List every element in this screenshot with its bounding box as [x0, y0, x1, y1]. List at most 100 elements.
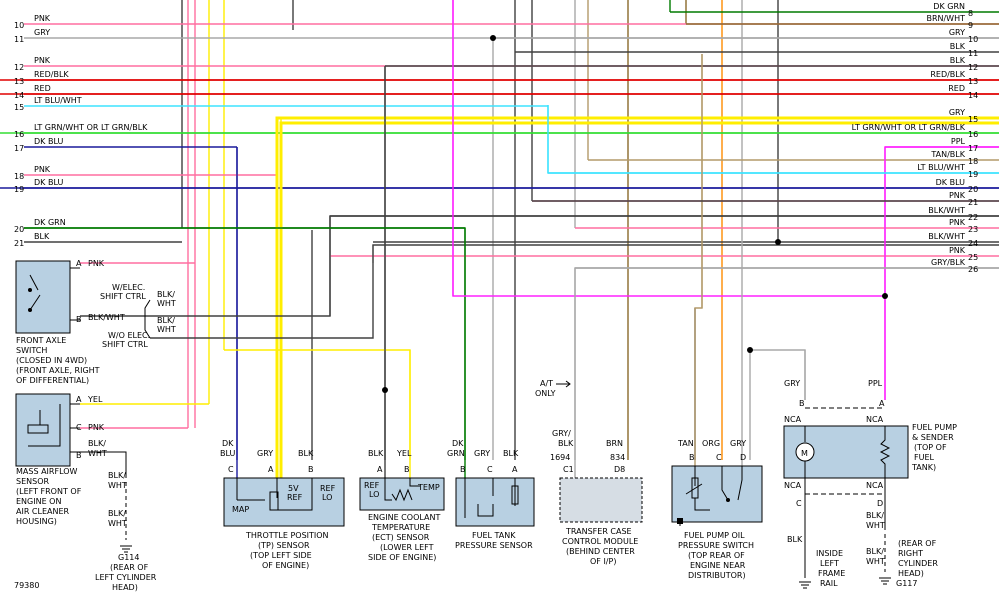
fp-bot-wire-blkwht-1: BLK/: [866, 511, 884, 520]
tcase-circ-1694: 1694: [550, 453, 570, 462]
left-row-color: LT BLU/WHT: [34, 96, 82, 105]
wire-dkgrn-tank: [24, 227, 466, 478]
left-row-num: 20: [14, 225, 24, 234]
fp-ground-right-3: CYLINDER: [898, 559, 938, 568]
maf-name-2: SENSOR: [16, 477, 49, 486]
ect-pin-a: A: [377, 465, 383, 474]
right-row-num: 9: [968, 21, 973, 30]
fp-ground-left-3: FRAME: [818, 569, 845, 578]
ftp-wire-b-2: GRN: [447, 449, 465, 458]
left-row-num: 19: [14, 185, 24, 194]
right-row-color: DK BLU: [936, 178, 965, 187]
front-axle-pin-a-wire: PNK: [88, 259, 105, 268]
right-row-num: 11: [968, 49, 978, 58]
ect-inner-ref: REF: [364, 481, 380, 490]
tcase-note-2: ONLY: [535, 389, 556, 398]
ftp-pin-c: C: [487, 465, 493, 474]
right-row-labels: 8DK GRN9BRN/WHT10GRY11BLK12BLK13RED/BLK1…: [852, 2, 979, 274]
splice-dot: [775, 239, 781, 245]
left-row-num: 10: [14, 21, 24, 30]
right-row-color: GRY: [949, 28, 965, 37]
maf-ground-desc-3: HEAD): [112, 583, 138, 592]
front-axle-opt1-w2: WHT: [157, 299, 176, 308]
tp-inner-5v: 5V: [288, 484, 299, 493]
fp-top-nca-1: NCA: [784, 415, 802, 424]
fps-name-3: (TOP REAR OF: [688, 551, 745, 560]
fp-ground-right-1: (REAR OF: [898, 539, 937, 548]
ect-name-1: ENGINE COOLANT: [368, 513, 440, 522]
splice-dot: [747, 347, 753, 353]
fps-pin-b: B: [689, 453, 695, 462]
ect-name-4: (LOWER LEFT: [380, 543, 434, 552]
fp-name-4: FUEL: [914, 453, 935, 462]
fp-top-pin-a: A: [879, 399, 885, 408]
tcase-name-2: CONTROL MODULE: [562, 537, 638, 546]
fp-top-pin-b: B: [799, 399, 805, 408]
ect-pin-b: B: [404, 465, 410, 474]
splice-dots: [382, 35, 888, 393]
right-row-num: 8: [968, 9, 973, 18]
fp-ground-right-id: G117: [896, 579, 917, 588]
fp-bot-nca-1: NCA: [784, 481, 802, 490]
tp-inner-map: MAP: [232, 505, 249, 514]
tp-name-2: (TP) SENSOR: [258, 541, 310, 550]
right-row-num: 20: [968, 185, 978, 194]
ect-wire-b: YEL: [396, 449, 412, 458]
wire-blkwht-opt1: [80, 215, 999, 317]
fp-bot-pin-c: C: [796, 499, 802, 508]
fp-top-nca-2: NCA: [866, 415, 884, 424]
front-axle-name-2: SWITCH: [16, 346, 47, 355]
right-row-color: LT GRN/WHT OR LT GRN/BLK: [852, 123, 966, 132]
right-row-color: BLK/WHT: [928, 232, 965, 241]
left-row-color: PNK: [34, 165, 51, 174]
left-row-color: DK GRN: [34, 218, 66, 227]
left-row-color: RED/BLK: [34, 70, 69, 79]
right-row-num: 25: [968, 253, 978, 262]
maf-pin-b-wire-1: BLK/: [88, 439, 106, 448]
tp-pin-b: B: [308, 465, 314, 474]
right-row-num: 18: [968, 157, 978, 166]
wire-grybl-tcase: [574, 267, 999, 478]
maf-pin-c: C: [76, 423, 82, 432]
vertical-wires: [181, 0, 886, 460]
tp-inner-ref2: REF: [320, 484, 336, 493]
fp-name-2: & SENDER: [912, 433, 954, 442]
tp-inner-lo: LO: [322, 493, 332, 502]
tcase-name-1: TRANSFER CASE: [565, 527, 632, 536]
ect-inner-lo: LO: [369, 490, 379, 499]
tp-wire-a: GRY: [257, 449, 273, 458]
tcase-wire-c1-2: BLK: [558, 439, 574, 448]
right-row-num: 23: [968, 225, 978, 234]
fuel-pump-sender: GRY PPL B A NCA NCA M FUEL PUMP & SENDER…: [783, 379, 957, 589]
right-row-num: 15: [968, 115, 978, 124]
fp-wire-below2-1: BLK/: [866, 547, 884, 556]
left-row-color: BLK: [34, 232, 50, 241]
maf-pin-b: B: [76, 451, 82, 460]
fps-wire-gry: GRY: [730, 439, 746, 448]
front-axle-pin-a: A: [76, 259, 82, 268]
left-row-num: 18: [14, 172, 24, 181]
left-row-color: PNK: [34, 14, 51, 23]
splice-dot: [490, 35, 496, 41]
fp-bot-nca-2: NCA: [866, 481, 884, 490]
maf-name-4: ENGINE ON: [16, 497, 61, 506]
wire-yel-tp-2: [279, 121, 999, 478]
right-row-color: GRY: [949, 108, 965, 117]
maf-wire-below2-1: BLK/: [108, 509, 126, 518]
ect-wire-a: BLK: [368, 449, 384, 458]
tp-name-4: OF ENGINE): [262, 561, 309, 570]
fuel-tank-pressure-sensor: DK GRN GRY BLK B C A FUEL TANK PRESSURE …: [447, 439, 535, 550]
right-row-num: 22: [968, 213, 978, 222]
tp-name-3: (TOP LEFT SIDE: [250, 551, 312, 560]
front-axle-opt1-w1: BLK/: [157, 290, 175, 299]
wire-gry-fp: [750, 349, 806, 400]
fps-name-2: PRESSURE SWITCH: [678, 541, 754, 550]
tcase-pin-c1: C1: [563, 465, 574, 474]
tcase-wire-c1-1: GRY/: [552, 429, 571, 438]
tp-wire-c-2: BLU: [220, 449, 236, 458]
ftp-name-2: PRESSURE SENSOR: [455, 541, 533, 550]
front-axle-name-4: (FRONT AXLE, RIGHT: [16, 366, 100, 375]
front-axle-name-5: OF DIFFERENTIAL): [16, 376, 89, 385]
front-axle-switch: A PNK B BLK/WHT W/ELEC. SHIFT CTRL BLK/ …: [15, 259, 176, 385]
maf-name-6: HOUSING): [16, 517, 57, 526]
